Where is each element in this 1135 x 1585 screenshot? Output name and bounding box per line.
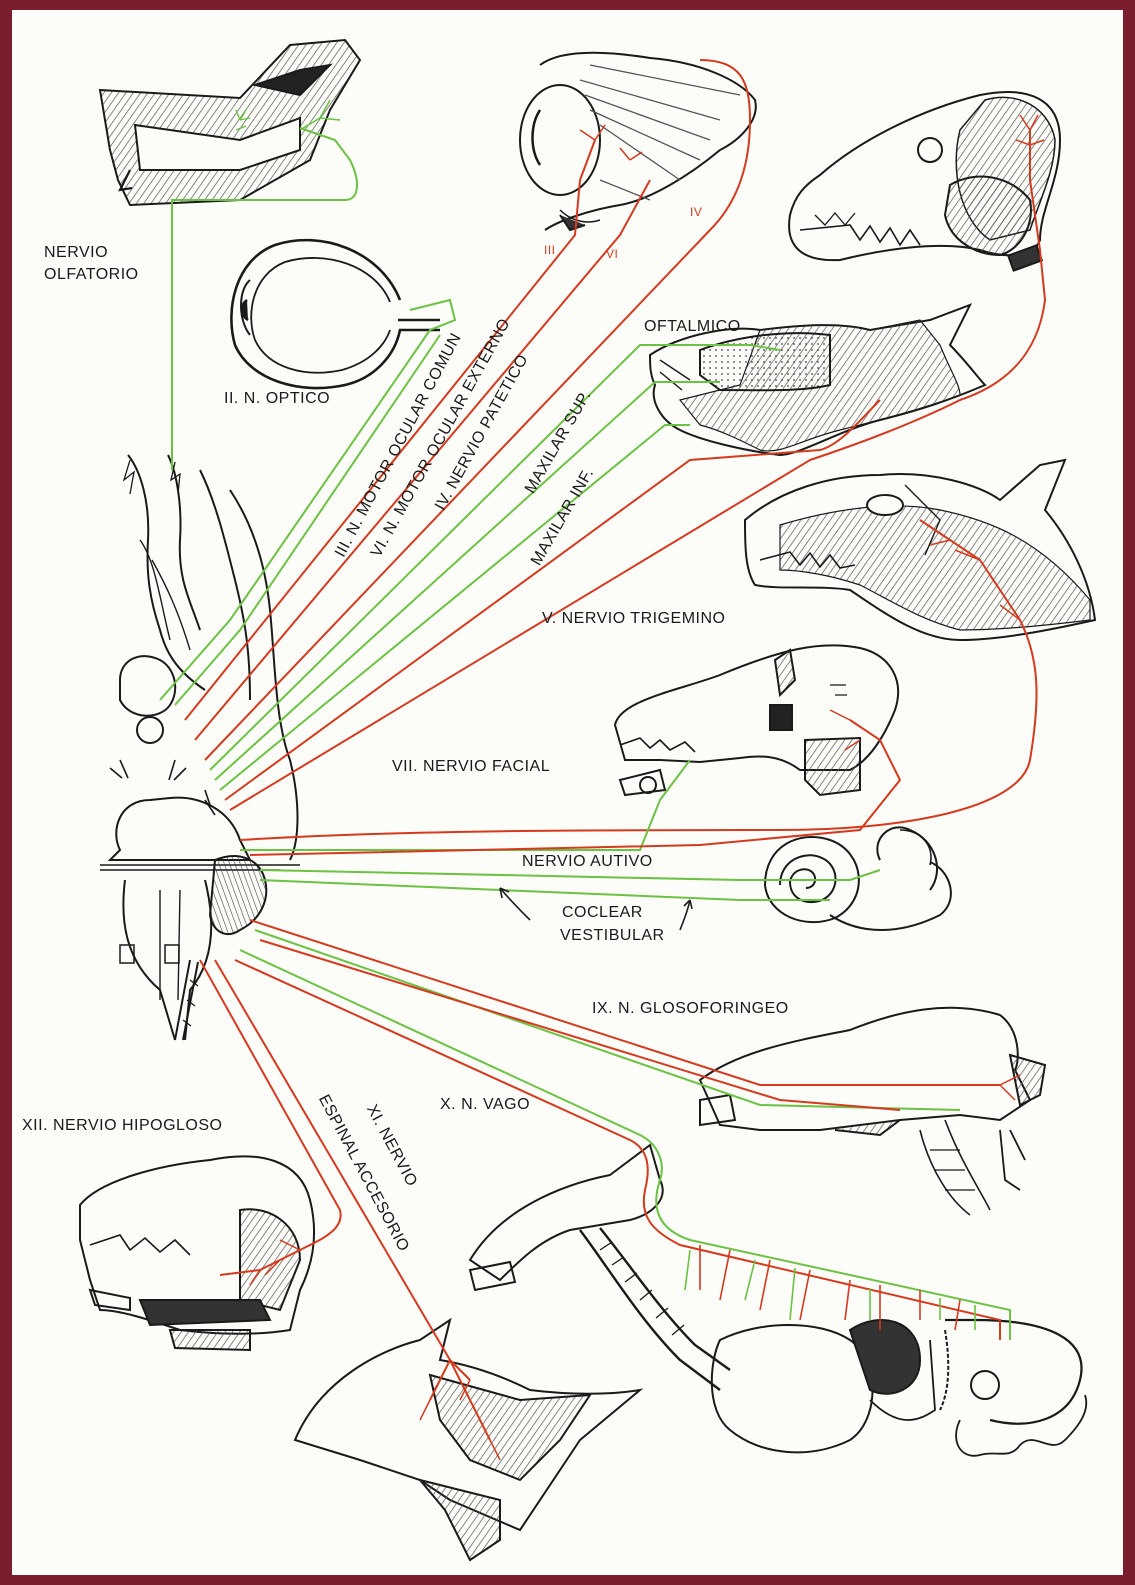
label-olfactory-line1: NERVIO bbox=[44, 244, 108, 262]
eye-illustration bbox=[231, 240, 440, 388]
label-cochlear: COCLEAR bbox=[562, 904, 643, 922]
label-auditory: NERVIO AUTIVO bbox=[522, 853, 653, 871]
dog-head-top-right bbox=[789, 92, 1060, 271]
olfactory-illustration bbox=[100, 40, 360, 205]
label-trigeminal: V. NERVIO TRIGEMINO bbox=[542, 610, 725, 628]
head-shoulder-accessory bbox=[295, 1320, 640, 1560]
label-roman-vi: VI bbox=[606, 248, 618, 262]
skull-facial bbox=[615, 645, 898, 795]
label-vagus: X. N. VAGO bbox=[440, 1096, 530, 1114]
label-olfactory-line2: OLFATORIO bbox=[44, 266, 139, 284]
inner-ear-illustration bbox=[765, 827, 951, 930]
dog-head-snarling bbox=[745, 460, 1095, 640]
brain-ventral-view bbox=[100, 455, 300, 1040]
label-optic: II. N. OPTICO bbox=[224, 390, 330, 408]
label-glossopharyngeal: IX. N. GLOSOFORINGEO bbox=[592, 1000, 789, 1018]
auditory-nerve bbox=[260, 870, 880, 880]
label-ophthalmic: OFTALMICO bbox=[644, 318, 741, 336]
nerve-branch-details bbox=[250, 115, 1044, 1460]
label-vestibular: VESTIBULAR bbox=[560, 927, 665, 945]
label-hypoglossal: XII. NERVIO HIPOGLOSO bbox=[22, 1117, 222, 1135]
accessory-nerve bbox=[215, 960, 490, 1440]
head-hypoglossal bbox=[80, 1156, 314, 1350]
label-facial: VII. NERVIO FACIAL bbox=[392, 758, 550, 776]
label-roman-iv: IV bbox=[690, 206, 702, 220]
label-roman-iii: III bbox=[544, 244, 556, 258]
head-glossopharyngeal bbox=[700, 1008, 1045, 1215]
